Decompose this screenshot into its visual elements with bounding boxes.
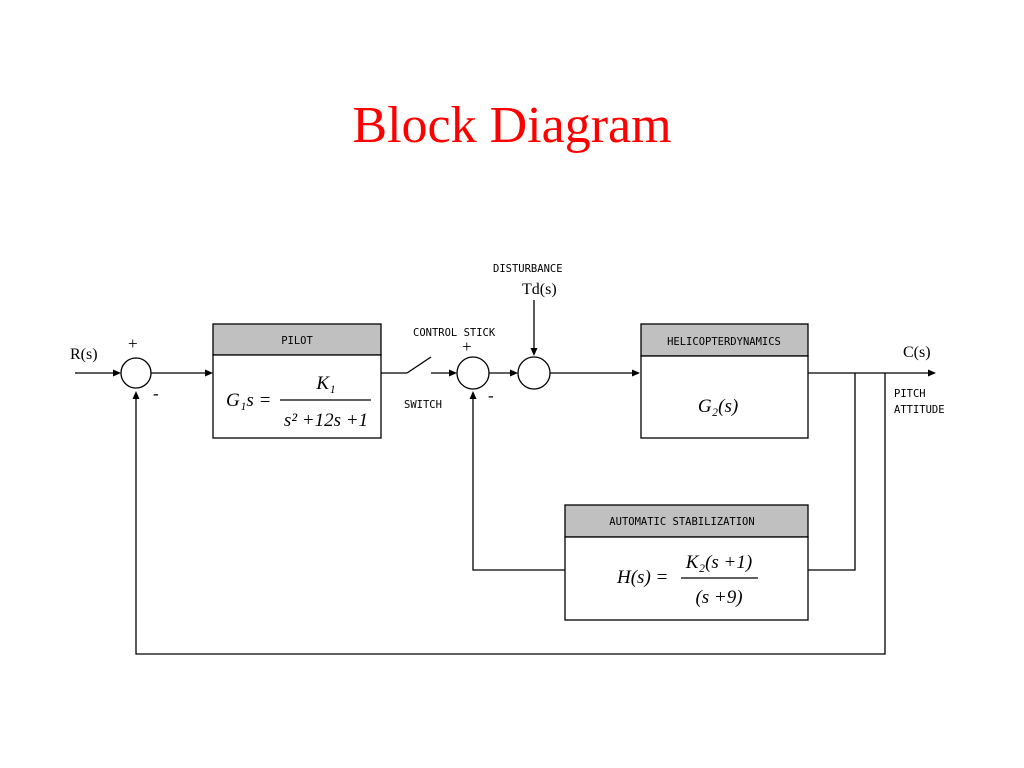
arrow-into-sum3: [510, 369, 518, 377]
pilot-tf-lhs: G₁s =: [226, 390, 271, 411]
stabilization-tf-numerator: K₂(s +1): [685, 552, 752, 573]
stabilization-block: AUTOMATIC STABILIZATION H(s) = K₂(s +1) …: [564, 504, 809, 621]
sum2-minus-sign: -: [488, 386, 494, 405]
summing-junction-3: [517, 356, 551, 390]
arrow-output: [928, 369, 936, 377]
disturbance-signal-label: Td(s): [522, 281, 557, 298]
switch-blade: [406, 356, 432, 374]
arrow-into-helicopter: [632, 369, 640, 377]
wire-inner-feedback: [472, 397, 565, 571]
switch-label: SWITCH: [404, 399, 442, 411]
arrow-into-sum1: [113, 369, 121, 377]
output-desc-line2: ATTITUDE: [894, 404, 945, 416]
slide-title: Block Diagram: [352, 97, 672, 154]
arrow-into-pilot: [205, 369, 213, 377]
output-signal-label: C(s): [903, 344, 931, 361]
disturbance-label: DISTURBANCE: [493, 263, 563, 275]
stabilization-tf-denominator: (s +9): [695, 587, 742, 608]
pilot-header: [212, 323, 382, 356]
arrow-disturbance: [530, 348, 538, 356]
sum2-plus-sign: +: [462, 337, 472, 356]
arrow-into-sum2: [449, 369, 457, 377]
wire-outer-feedback: [135, 373, 886, 655]
sum1-plus-sign: +: [128, 334, 138, 353]
output-desc-line1: PITCH: [894, 388, 926, 400]
helicopter-block: HELICOPTERDYNAMICS G₂(s): [640, 323, 809, 439]
sum1-minus-sign: -: [153, 384, 159, 403]
summing-junction-2: [456, 356, 490, 390]
helicopter-body: [640, 355, 809, 439]
stabilization-title: AUTOMATIC STABILIZATION: [609, 516, 754, 528]
pilot-tf-denominator: s² +12s +1: [284, 410, 368, 431]
helicopter-header: [640, 323, 809, 357]
arrow-outer-feedback: [132, 391, 140, 399]
control-stick-label: CONTROL STICK: [413, 327, 496, 339]
arrow-inner-feedback: [469, 391, 477, 399]
pilot-title: PILOT: [281, 335, 313, 347]
pilot-block: PILOT G₁s = K₁ s² +12s +1: [212, 323, 382, 439]
summing-junction-1: [120, 357, 152, 389]
stabilization-header: [564, 504, 809, 538]
helicopter-title: HELICOPTERDYNAMICS: [667, 336, 781, 348]
pilot-tf-numerator: K₁: [315, 373, 335, 394]
stabilization-tf-lhs: H(s) =: [616, 567, 668, 588]
input-signal-label: R(s): [70, 346, 98, 363]
pilot-body: [212, 354, 382, 439]
wire-inner-tap: [808, 373, 856, 571]
helicopter-tf: G₂(s): [698, 396, 738, 417]
